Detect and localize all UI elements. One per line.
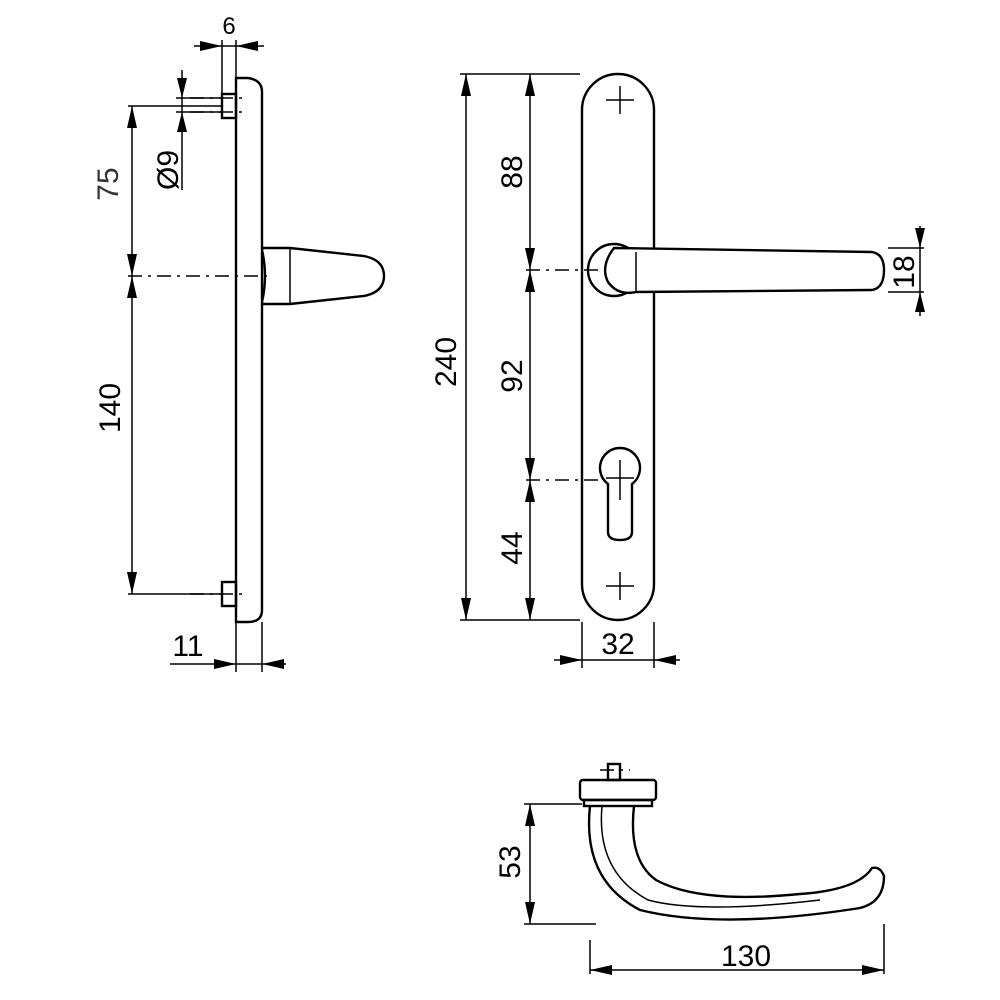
- dim-lever-length: 130: [589, 924, 885, 975]
- dim-thickness-label: 11: [172, 630, 203, 663]
- dim-lower-distance: 140: [94, 276, 222, 595]
- dim-top-to-handle: 88: [496, 74, 535, 270]
- dim-hole-diameter: Ø9: [152, 70, 222, 190]
- side-view: 6 Ø9 75 140: [92, 13, 386, 672]
- dim-lower-distance-label: 140: [94, 383, 127, 433]
- dim-total-height: 240: [430, 73, 580, 621]
- front-backplate: [580, 72, 656, 622]
- dim-hole-diameter-label: Ø9: [152, 150, 185, 190]
- side-handle-stem: [262, 246, 386, 306]
- side-backplate-profile: [234, 76, 264, 624]
- dim-plate-width: 32: [554, 622, 680, 668]
- dim-top-offset: 6: [194, 13, 264, 94]
- front-lever: [586, 242, 886, 298]
- dim-top-offset-label: 6: [222, 13, 235, 40]
- dim-lever-thickness: 18: [888, 226, 925, 316]
- dim-plate-width-label: 32: [601, 628, 634, 661]
- dim-upper-distance-label: 75: [92, 167, 125, 200]
- bottom-screw-mark: [606, 572, 634, 600]
- top-lever-highlight: [600, 805, 821, 908]
- dim-total-height-label: 240: [430, 337, 463, 387]
- front-view: 240 88 92 44 3: [430, 72, 925, 668]
- dim-lever-height: 53: [494, 803, 596, 925]
- dim-thickness: 11: [170, 622, 286, 672]
- dim-lever-length-label: 130: [721, 940, 771, 973]
- top-rose: [578, 762, 658, 808]
- dim-upper-distance: 75: [92, 105, 222, 276]
- dim-cylinder-to-bottom-label: 44: [496, 531, 529, 564]
- top-view: 53 130: [494, 762, 886, 975]
- dim-lever-height-label: 53: [494, 845, 527, 878]
- cylinder-keyhole: [598, 446, 642, 542]
- top-screw-mark: [606, 86, 634, 114]
- dim-top-to-handle-label: 88: [496, 155, 529, 188]
- dim-handle-to-cylinder: 92: [496, 270, 535, 480]
- dim-cylinder-to-bottom: 44: [496, 480, 535, 620]
- top-lever-body: [587, 805, 886, 921]
- dim-lever-thickness-label: 18: [888, 255, 921, 288]
- dim-handle-to-cylinder-label: 92: [496, 359, 529, 392]
